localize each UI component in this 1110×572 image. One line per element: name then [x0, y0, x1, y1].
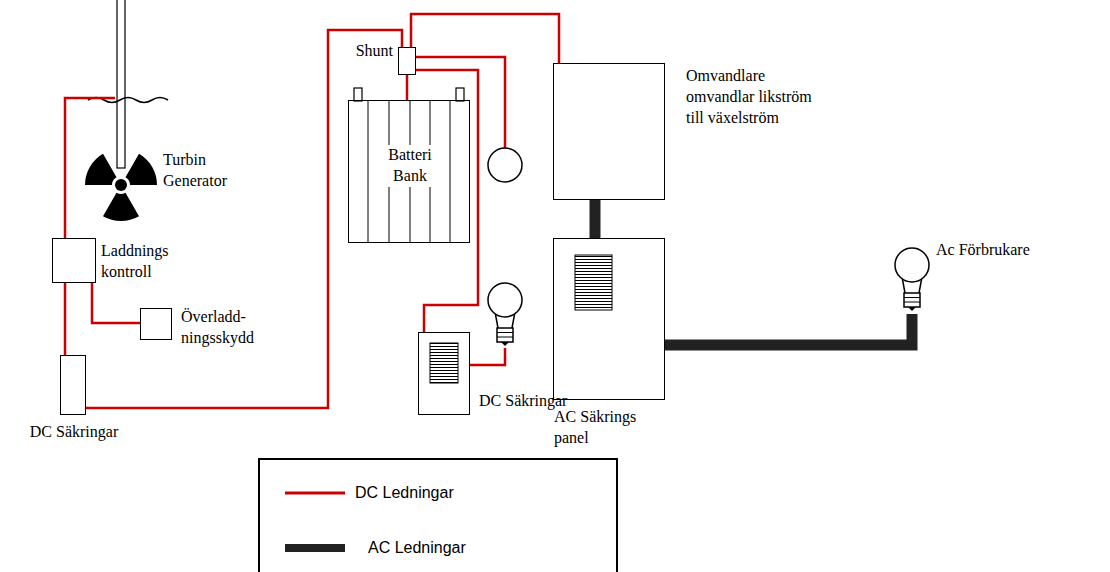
battery-bank: Batteri Bank: [348, 100, 470, 243]
node-label: AC Säkrings panel: [554, 407, 654, 449]
node-label: DC Säkringar: [4, 422, 144, 443]
ac-load: Ac Förbrukare: [888, 228, 1036, 314]
legend-sample-ac: [285, 544, 345, 552]
legend-sample-dc: [285, 492, 345, 495]
dc-wire: [65, 98, 115, 238]
node-label: Laddnings kontroll: [101, 241, 175, 283]
shunt: Shunt: [398, 47, 416, 75]
battery-cells: [368, 100, 450, 243]
node-label: Överladd- ningsskydd: [181, 307, 276, 349]
turbine-shaft: [117, 0, 125, 168]
dc-wire: [470, 348, 505, 365]
dc-wire: [411, 14, 559, 63]
dc-wire: [92, 283, 140, 323]
meter-symbol: [488, 148, 522, 182]
legend-label: AC Ledningar: [368, 538, 466, 557]
fuse-insert: [575, 255, 612, 310]
ac-fuse-panel: AC Säkrings panel: [553, 238, 665, 400]
overcharge-protection: Överladd- ningsskydd: [140, 308, 172, 340]
node-label: Batteri Bank: [382, 145, 438, 187]
node-label: Ac Förbrukare: [936, 240, 1030, 261]
node-label: Turbin Generator: [163, 150, 238, 192]
turbine-generator: Turbin Generator: [85, 98, 244, 224]
dc-bulb-symbol: [488, 283, 522, 346]
dc-wire: [406, 75, 409, 100]
legend-label: DC Ledningar: [355, 483, 454, 502]
node-label: Omvandlare omvandlar likström till växel…: [686, 66, 822, 128]
turbine-blades: [85, 154, 157, 221]
legend-box: DC Ledningar AC Ledningar: [258, 458, 618, 572]
fuse-insert: [430, 343, 458, 383]
dc-fuse: DC Säkringar: [60, 355, 86, 415]
dc-wire: [416, 70, 478, 332]
node-label: Shunt: [356, 41, 393, 62]
charge-controller: Laddnings kontroll: [52, 238, 96, 283]
dc-fuse-panel: DC Säkringar: [418, 332, 470, 415]
dc-wire: [64, 283, 67, 355]
inverter: Omvandlare omvandlar likström till växel…: [553, 63, 665, 200]
dc-wire: [86, 30, 402, 408]
ac-wire: [590, 200, 601, 238]
ac-wire: [665, 314, 912, 345]
ac-bulb-symbol: [895, 248, 929, 311]
